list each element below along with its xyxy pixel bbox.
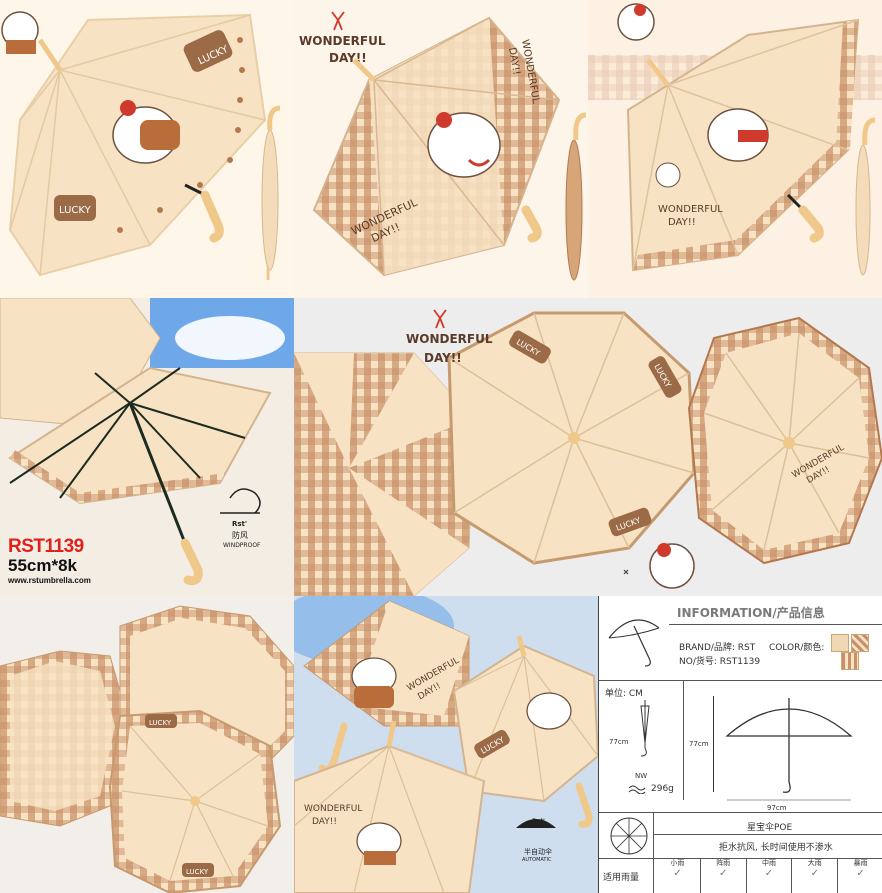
rain-level-moderate: 中雨 ✓	[747, 858, 793, 893]
rain-levels-row: 小雨 ✓ 阵雨 ✓ 中雨 ✓ 大雨 ✓ 暴雨 ✓	[655, 858, 882, 893]
auto-cn: 半自动伞	[524, 848, 552, 856]
windproof-en: WINDPROOF	[223, 542, 261, 549]
wonderful-text-top: WONDERFUL	[299, 34, 386, 48]
nw-label: NW	[635, 772, 648, 780]
umbrella-outline-icon	[608, 619, 660, 667]
model-number-big: RST1139	[8, 536, 84, 557]
open-umbrella-diagram	[725, 698, 853, 801]
rain-level-light: 小雨 ✓	[655, 858, 701, 893]
info-panel: INFORMATION/产品信息 BRAND/品牌: RST COLOR/颜色:…	[598, 596, 882, 893]
scale-icon	[628, 785, 646, 794]
check-icon: ✓	[719, 868, 728, 879]
canopy-ribs-icon	[610, 817, 648, 855]
check-icon: ✓	[856, 868, 865, 879]
folded-umbrella-icon	[640, 700, 650, 757]
auto-brand: Rst'	[532, 818, 545, 825]
photo-three-umbrellas-top-view: LUCKY LUCKY LUCKY WONDERFUL DAY!! WONDER…	[294, 298, 882, 596]
wonderful-text-b: WONDERFUL	[304, 804, 362, 814]
day-text-b: DAY!!	[312, 817, 337, 827]
photo-plaid-umbrella-wonderful: WONDERFUL DAY!! WONDERFUL DAY!! WONDERFU…	[294, 0, 588, 298]
photo-windproof-umbrella: Rst' 防风 WINDPROOF RST1139 55cm*8k www.rs…	[0, 298, 294, 596]
photo-cream-umbrella-lucky: LUCKY LUCKY	[0, 0, 294, 298]
photo-three-umbrellas-overlap: LUCKY LUCKY	[0, 596, 294, 893]
windproof-brand: Rst'	[232, 520, 248, 528]
windproof-cn: 防风	[232, 531, 248, 540]
check-icon: ✓	[810, 868, 819, 879]
day-text: DAY!!	[668, 217, 696, 228]
weight-label: 296g	[651, 784, 674, 794]
brand-label: BRAND/品牌: RST	[679, 643, 756, 653]
wonderful-text: WONDERFUL	[658, 204, 723, 215]
feature-label: 拒水抗风, 长时间使用不渗水	[719, 843, 833, 853]
color-label: COLOR/颜色:	[769, 643, 825, 653]
lucky-sign-bottom: LUCKY	[59, 205, 92, 216]
wonderful-text-header: WONDERFUL	[406, 332, 493, 346]
info-title: INFORMATION/产品信息	[677, 606, 825, 620]
model-label: NO/货号: RST1139	[679, 657, 761, 667]
website-url: www.rstumbrella.com	[8, 576, 91, 585]
rain-level-storm: 暴雨 ✓	[838, 858, 882, 893]
auto-en: AUTOMATIC	[522, 857, 552, 863]
color-swatch-plaid	[851, 634, 869, 652]
rain-label: 适用雨量	[603, 873, 640, 883]
day-text-side: DAY!!	[506, 47, 522, 76]
photo-sky-semi-automatic: WONDERFUL DAY!! LUCKY WONDERFUL DAY!! Rs…	[294, 596, 598, 893]
size-spec-big: 55cm*8k	[8, 556, 78, 575]
day-text-header: DAY!!	[424, 351, 462, 365]
photo-cream-plaid-border-umbrella: WONDERFUL DAY!!	[588, 0, 882, 298]
check-icon: ✓	[764, 868, 774, 879]
check-icon: ✓	[673, 868, 682, 879]
day-text-top: DAY!!	[329, 51, 367, 65]
fabric-label: 星宝伞POE	[747, 823, 793, 833]
color-swatch-cream	[831, 634, 849, 652]
open-height-label: 77cm	[689, 740, 709, 748]
rain-level-shower: 阵雨 ✓	[701, 858, 747, 893]
folded-height-label: 77cm	[609, 738, 629, 746]
unit-label: 单位: CM	[605, 689, 643, 699]
rain-level-heavy: 大雨 ✓	[792, 858, 839, 893]
lucky-sign-b: LUCKY	[186, 868, 209, 876]
color-swatch-border	[841, 652, 859, 670]
lucky-sign-a: LUCKY	[149, 719, 172, 727]
open-width-label: 97cm	[767, 804, 787, 812]
